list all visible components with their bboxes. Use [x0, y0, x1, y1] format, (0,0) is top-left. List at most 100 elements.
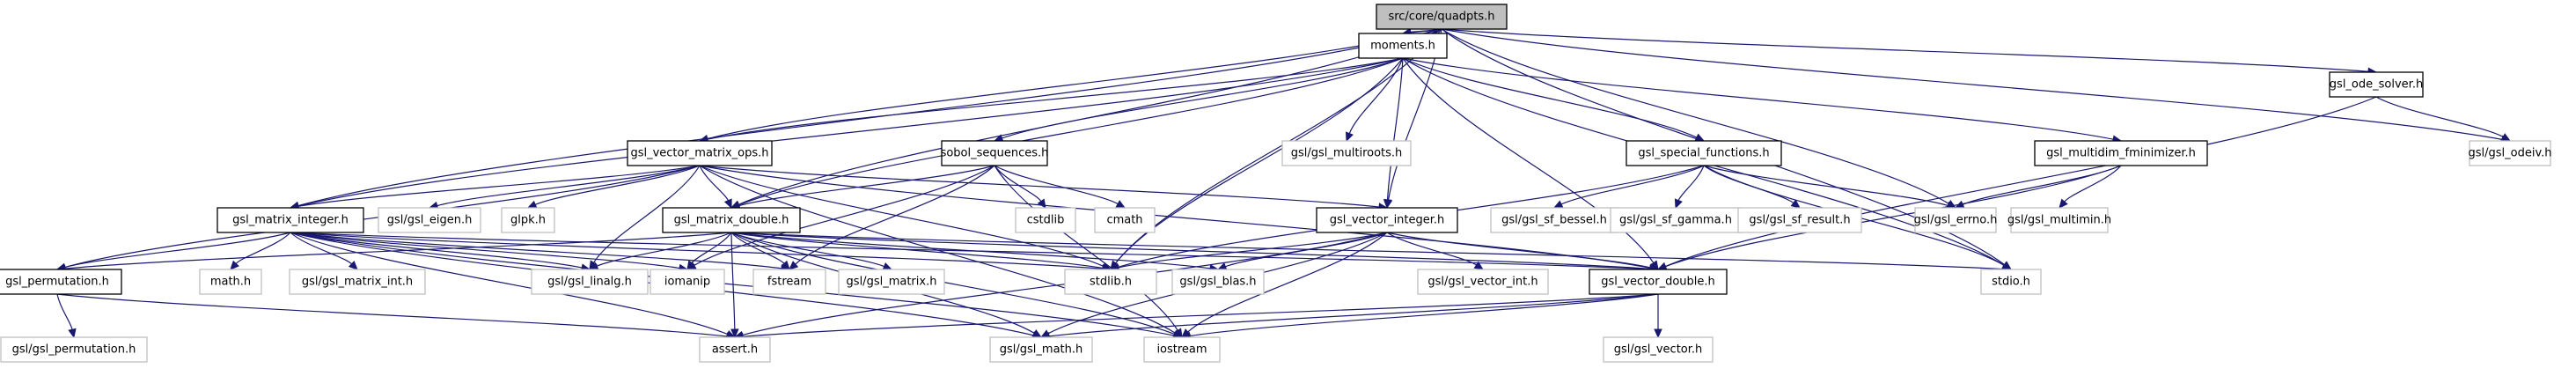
node-box[interactable]	[1316, 207, 1458, 233]
edge-moments-to-gsl_multidim_fminimizer	[1402, 57, 2123, 144]
node-gsl-multimin: gsl/gsl_multimin.h	[2007, 207, 2111, 233]
node-label: cstdlib	[1027, 214, 1065, 227]
edge-line	[699, 165, 730, 202]
node-box[interactable]	[1626, 140, 1782, 166]
node-box	[1171, 269, 1265, 295]
edge-gsl_matrix_double-to-assert	[730, 232, 739, 339]
arrowhead-icon	[1037, 198, 1046, 210]
edge-line	[1189, 293, 1659, 337]
edge-quadpts-to-gsl_matrix_integer	[289, 28, 1442, 210]
edge-line	[742, 232, 1388, 336]
edge-line	[1402, 57, 2114, 140]
edge-gsl_vector_double-to-gsl_vector	[1654, 294, 1662, 339]
edge-gsl_matrix_double-to-gsl_blas	[730, 232, 1220, 273]
node-label: stdlib.h	[1090, 276, 1132, 289]
edge-gsl_multidim_fminimizer-to-gsl_errno	[1954, 165, 2122, 209]
node-stdio: stdio.h	[1980, 269, 2042, 295]
node-box[interactable]	[1589, 269, 1728, 295]
edge-line	[730, 232, 1651, 269]
edge-line	[1665, 96, 2377, 268]
edge-line	[699, 165, 1651, 269]
arrowhead-icon	[1345, 131, 1354, 143]
edge-gsl_vector_double-to-gsl_math	[1039, 293, 1659, 341]
node-box[interactable]	[941, 140, 1048, 166]
edge-line	[290, 232, 1104, 269]
edge-line	[290, 232, 728, 335]
arrowhead-icon	[730, 328, 739, 339]
edge-line	[730, 232, 785, 264]
node-gsl-eigen: gsl/gsl_eigen.h	[378, 207, 481, 233]
node-gsl-vector-matrix-ops[interactable]: gsl_vector_matrix_ops.h	[627, 140, 773, 166]
node-sobol-sequences[interactable]: sobol_sequences.h	[941, 140, 1049, 166]
node-box	[650, 269, 725, 295]
node-gsl-ode-solver[interactable]: gsl_ode_solver.h	[2329, 71, 2424, 98]
edge-line	[742, 293, 1659, 337]
edge-line	[64, 232, 291, 269]
node-box	[289, 269, 426, 295]
node-moments[interactable]: moments.h	[1358, 33, 1448, 59]
arrowhead-icon	[686, 260, 696, 271]
node-gsl-permutation[interactable]: gsl_permutation.h	[0, 269, 122, 295]
node-gsl-vector-double[interactable]: gsl_vector_double.h	[1589, 269, 1728, 295]
node-box	[1281, 140, 1412, 166]
node-label: gsl/gsl_math.h	[1000, 343, 1083, 357]
node-box	[699, 336, 771, 363]
node-box[interactable]	[1358, 33, 1448, 59]
arrowhead-icon	[882, 262, 893, 270]
node-quadpts[interactable]: src/core/quadpts.h	[1376, 4, 1508, 30]
edge-line	[2375, 96, 2504, 138]
edge-gsl_matrix_double-to-stdio	[730, 232, 2013, 274]
node-box	[1015, 207, 1076, 233]
node-label: gsl_vector_double.h	[1601, 276, 1715, 289]
edge-line	[593, 165, 701, 263]
node-gsl-sf-bessel: gsl/gsl_sf_bessel.h	[1490, 207, 1618, 233]
node-label: gsl/gsl_sf_result.h	[1749, 214, 1850, 227]
edge-moments-to-gsl_vector_double	[1402, 57, 1659, 271]
node-gsl-multidim-fminimizer[interactable]: gsl_multidim_fminimizer.h	[2034, 140, 2208, 166]
node-box[interactable]	[217, 207, 364, 233]
arrowhead-icon	[1790, 199, 1801, 209]
node-box[interactable]	[2034, 140, 2208, 166]
arrowhead-icon	[526, 200, 538, 209]
edge-line	[235, 232, 291, 264]
node-cmath: cmath	[1094, 207, 1156, 233]
edge-line	[297, 165, 701, 207]
node-box[interactable]	[662, 207, 801, 233]
node-gsl-matrix-int: gsl/gsl_matrix_int.h	[289, 269, 426, 295]
node-gsl-special-functions[interactable]: gsl_special_functions.h	[1626, 140, 1782, 166]
edge-line	[1187, 232, 1388, 333]
arrowhead-icon	[723, 198, 732, 210]
edge-quadpts-to-gsl_ode_solver	[1441, 28, 2378, 76]
node-box	[1737, 207, 1862, 233]
node-iostream: iostream	[1143, 336, 1221, 363]
node-box[interactable]	[0, 269, 122, 295]
arrowhead-icon	[230, 260, 239, 270]
node-box	[838, 269, 945, 295]
edge-sobol_sequences-to-fstream	[789, 165, 995, 270]
arrowhead-icon	[2059, 198, 2068, 209]
edge-sobol_sequences-to-cstdlib	[994, 165, 1046, 210]
node-box	[2469, 140, 2551, 166]
node-box[interactable]	[1376, 4, 1508, 30]
node-label: gsl/gsl_sf_bessel.h	[1501, 214, 1607, 227]
node-gsl-vector-integer[interactable]: gsl_vector_integer.h	[1316, 207, 1458, 233]
node-gsl-permutation-ext: gsl/gsl_permutation.h	[0, 336, 148, 363]
edge-gsl_permutation-to-gsl_permutation_ext	[56, 293, 77, 339]
node-box	[199, 269, 262, 295]
edge-line	[1677, 165, 1705, 201]
node-box[interactable]	[2329, 71, 2424, 98]
node-label: gsl_ode_solver.h	[2330, 78, 2423, 92]
edge-line	[1962, 165, 2122, 205]
edge-line	[56, 293, 73, 330]
edge-line	[738, 28, 1442, 205]
edge-line	[707, 28, 1442, 140]
node-box	[378, 207, 481, 233]
node-box[interactable]	[627, 140, 773, 166]
node-gsl-matrix-double[interactable]: gsl_matrix_double.h	[662, 207, 801, 233]
node-gsl-multiroots: gsl/gsl_multiroots.h	[1281, 140, 1412, 166]
node-gsl-matrix-integer[interactable]: gsl_matrix_integer.h	[217, 207, 364, 233]
node-label: gsl/gsl_odeiv.h	[2468, 147, 2551, 160]
edge-sobol_sequences-to-cmath	[994, 165, 1127, 209]
edge-line	[1386, 57, 1404, 201]
